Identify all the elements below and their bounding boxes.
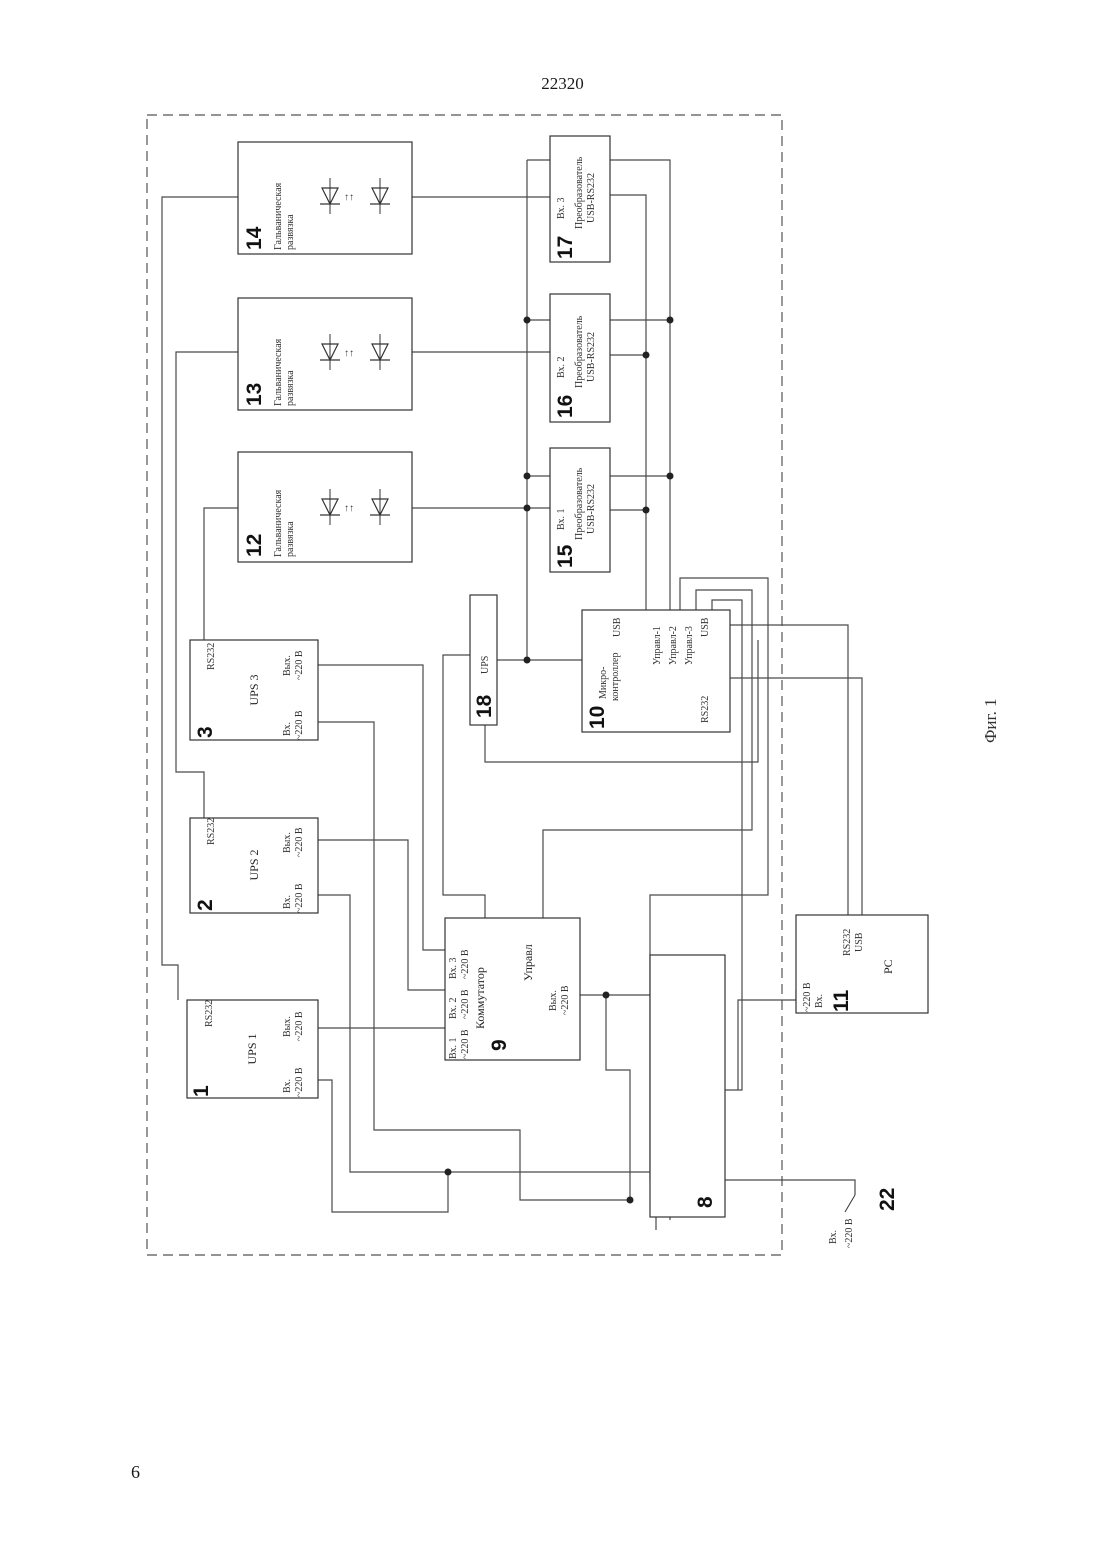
converter-17-number: 17 [554, 236, 577, 259]
ups-3-block: 3 RS232 UPS 3 Вх. ~220 В Вых. ~220 В [190, 640, 318, 740]
ups-2-out: Вых. [282, 832, 293, 853]
ups-1-in-v: ~220 В [294, 1067, 305, 1097]
galvanic-isolation-14-number: 14 [243, 226, 266, 250]
pc-number: 11 [830, 989, 853, 1012]
converter-15-line2: USB-RS232 [586, 484, 597, 534]
commutator-in-v3: ~220 В [460, 949, 471, 979]
galvanic-isolation-14-block: 14 Гальваническая развязка ↑↑ [238, 142, 412, 254]
pc-in-v: ~220 В [802, 982, 813, 1012]
microcontroller-ctl2: Управл-2 [668, 626, 679, 665]
svg-text:↑↑: ↑↑ [344, 192, 354, 203]
converter-16-line1: Преобразователь [574, 315, 585, 388]
converter-15-block: 15 Вх. 1 Преобразователь USB-RS232 [550, 448, 610, 572]
commutator-in-v2: ~220 В [460, 989, 471, 1019]
galvanic-isolation-13-line2: развязка [285, 370, 296, 406]
ups-2-block: 2 RS232 UPS 2 Вх. ~220 В Вых. ~220 В [190, 818, 318, 913]
pc-title: PC [881, 959, 895, 974]
galvanic-isolation-12-line1: Гальваническая [273, 489, 284, 557]
ups-3-in: Вх. [282, 722, 293, 736]
ups-3-out-v: ~220 В [294, 650, 305, 680]
mains-number: 22 [876, 1188, 899, 1211]
commutator-in2: Вх. 2 [448, 997, 459, 1019]
pc-rs232: RS232 [842, 929, 853, 956]
galvanic-isolation-12-line2: развязка [285, 521, 296, 557]
converter-16-block: 16 Вх. 2 Преобразователь USB-RS232 [550, 294, 610, 422]
relay-8-block: 8 [650, 955, 725, 1217]
commutator-in1: Вх. 1 [448, 1037, 459, 1059]
ups-1-rs232: RS232 [204, 1000, 215, 1027]
converter-15-line1: Преобразователь [574, 467, 585, 540]
galvanic-isolation-13-line1: Гальваническая [273, 338, 284, 406]
ups-1-out-v: ~220 В [294, 1011, 305, 1041]
ups-3-number: 3 [194, 726, 217, 738]
microcontroller-usb-top: USB [612, 617, 623, 637]
converter-15-number: 15 [554, 544, 577, 568]
commutator-number: 9 [488, 1039, 511, 1051]
mains-in: Вх. [828, 1230, 839, 1244]
galvanic-isolation-14-line1: Гальваническая [273, 182, 284, 250]
galvanic-isolation-13-block: 13 Гальваническая развязка ↑↑ [238, 298, 412, 410]
commutator-out: Вых. [548, 990, 559, 1011]
converter-17-line2: USB-RS232 [586, 173, 597, 223]
svg-text:↑↑: ↑↑ [344, 348, 354, 359]
converter-16-number: 16 [554, 395, 577, 418]
commutator-title: Коммутатор [473, 967, 487, 1029]
microcontroller-ctl3: Управл-3 [684, 626, 695, 665]
commutator-in-v1: ~220 В [460, 1029, 471, 1059]
microcontroller-rs232: RS232 [700, 696, 711, 723]
converter-15-input: Вх. 1 [556, 508, 567, 530]
ups-2-title: UPS 2 [247, 849, 261, 880]
microcontroller-title1: Микро- [598, 667, 609, 699]
commutator-control: Управл [521, 944, 535, 981]
svg-text:↑↑: ↑↑ [344, 503, 354, 514]
pc-in: Вх. [814, 994, 825, 1008]
galvanic-isolation-14-line2: развязка [285, 214, 296, 250]
microcontroller-ctl1: Управл-1 [652, 626, 663, 665]
converter-17-line1: Преобразователь [574, 156, 585, 229]
ups-18-title: UPS [480, 656, 491, 674]
ups-3-title: UPS 3 [247, 674, 261, 705]
converter-17-input: Вх. 3 [556, 197, 567, 219]
ups-2-out-v: ~220 В [294, 827, 305, 857]
relay-8-number: 8 [694, 1196, 717, 1208]
pc-usb: USB [854, 932, 865, 952]
mains-input: Вх. ~220 В 22 [828, 1188, 899, 1248]
figure-caption: Фиг. 1 [981, 698, 1000, 743]
converter-16-input: Вх. 2 [556, 356, 567, 378]
ups-2-number: 2 [194, 899, 217, 911]
commutator-in3: Вх. 3 [448, 957, 459, 979]
galvanic-isolation-13-number: 13 [243, 383, 266, 406]
ups-1-block: 1 RS232 UPS 1 Вх. ~220 В Вых. ~220 В [187, 1000, 318, 1098]
mains-in-v: ~220 В [844, 1218, 855, 1248]
ups-2-rs232: RS232 [206, 818, 217, 845]
converter-16-line2: USB-RS232 [586, 332, 597, 382]
ups-18-block: 18 UPS [470, 595, 497, 725]
page-number: 6 [131, 1462, 140, 1483]
ups-2-in-v: ~220 В [294, 883, 305, 913]
microcontroller-title2: контроллер [610, 653, 621, 701]
ups-1-in: Вх. [282, 1079, 293, 1093]
microcontroller-usb-bottom: USB [700, 617, 711, 637]
ups-1-title: UPS 1 [245, 1033, 259, 1064]
microcontroller-number: 10 [586, 706, 609, 729]
ups-1-out: Вых. [282, 1016, 293, 1037]
ups-18-number: 18 [473, 694, 496, 718]
ups-3-in-v: ~220 В [294, 710, 305, 740]
ups-3-rs232: RS232 [206, 643, 217, 670]
microcontroller-block: 10 Микро- контроллер USB Управл-1 Управл… [582, 610, 730, 732]
galvanic-isolation-12-number: 12 [243, 534, 266, 557]
pc-block: RS232 USB ~220 В Вх. 11 PC [796, 915, 928, 1013]
converter-17-block: 17 Вх. 3 Преобразователь USB-RS232 [550, 136, 610, 262]
commutator-out-v: ~220 В [560, 985, 571, 1015]
commutator-block: Вх. 1 ~220 В Вх. 2 ~220 В Вх. 3 ~220 В К… [445, 918, 580, 1060]
ups-3-out: Вых. [282, 655, 293, 676]
galvanic-isolation-12-block: 12 Гальваническая развязка ↑↑ [238, 452, 412, 562]
ups-1-number: 1 [190, 1085, 213, 1097]
ups-2-in: Вх. [282, 895, 293, 909]
